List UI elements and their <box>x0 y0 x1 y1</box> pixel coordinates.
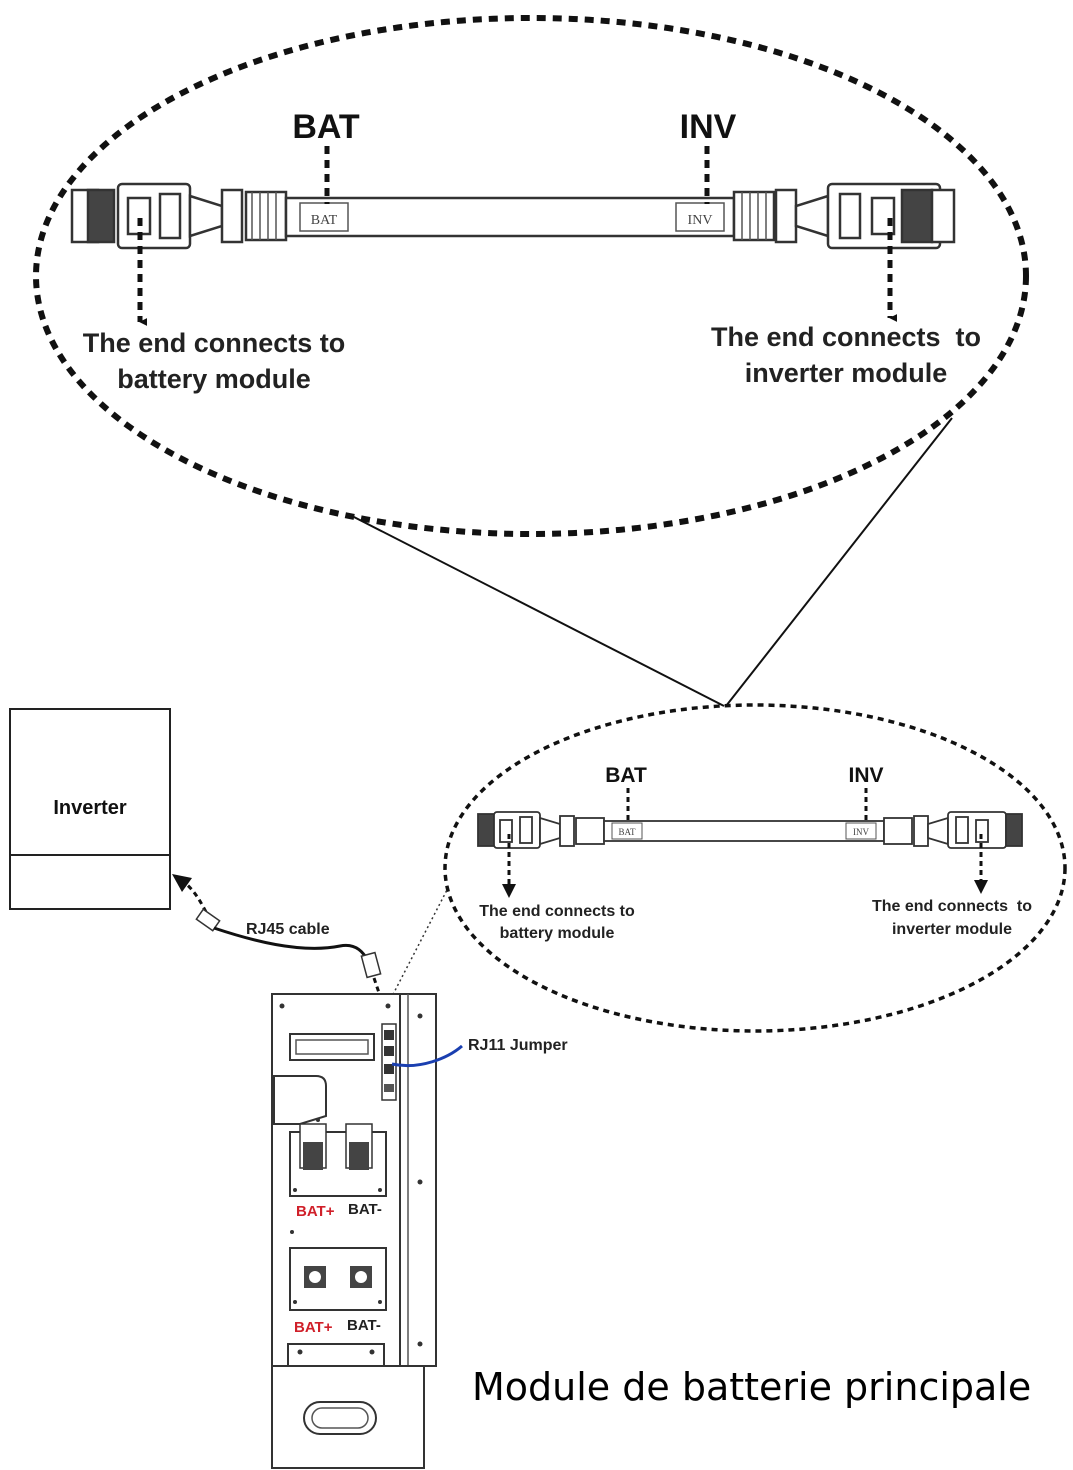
inverter-box: Inverter <box>9 708 171 910</box>
small-right-arrowhead <box>974 880 988 894</box>
cable-body: BAT INV <box>284 196 736 238</box>
left-end-text-line2: battery module <box>117 364 311 394</box>
lower-bat-negative-label: BAT- <box>347 1317 381 1334</box>
small-callout-guide <box>385 887 449 1009</box>
module-comm-ports <box>381 1023 397 1101</box>
small-cable-body: BAT INV <box>603 820 885 842</box>
battery-module: RJ11 Jumper BAT+ BAT- BAT+ BAT- <box>271 993 568 1469</box>
rj11-label: RJ11 Jumper <box>468 1037 568 1054</box>
left-end-text-line1: The end connects to <box>83 328 346 358</box>
cable-connector-right <box>732 182 956 250</box>
small-left-arrowhead <box>502 884 516 898</box>
zoom-callout-outline <box>33 15 1029 537</box>
inv-label: INV <box>680 108 737 146</box>
zoom-guide-lines <box>351 417 953 707</box>
module-cover-plate <box>273 1075 327 1125</box>
lower-terminal-block <box>289 1247 387 1311</box>
small-connector-left <box>477 811 605 849</box>
small-bat-label: BAT <box>605 764 647 787</box>
inverter-label: Inverter <box>53 797 127 819</box>
small-right-end-text-line1: The end connects to <box>872 898 1032 915</box>
bat-connector-mark: BAT <box>311 213 338 228</box>
rj45-plug-left <box>195 908 221 932</box>
cable-connector-left <box>70 182 288 250</box>
upper-bat-positive-label: BAT+ <box>296 1203 335 1220</box>
rj11-jumper-line <box>391 1044 463 1068</box>
small-bat-connector-mark: BAT <box>618 827 636 837</box>
module-side-panel <box>397 993 437 1367</box>
right-end-text-line1: The end connects to <box>711 322 981 352</box>
small-left-end-text-line1: The end connects to <box>479 903 635 920</box>
caption: Module de batterie principale <box>472 1365 1031 1409</box>
small-left-end-text-line2: battery module <box>500 925 615 942</box>
rj45-label: RJ45 cable <box>246 921 330 938</box>
zoom-callout: BAT INV BAT INV The end connects to batt… <box>33 15 1029 537</box>
upper-terminal-block <box>289 1123 387 1197</box>
small-callout: BAT INV BAT INV The end connects to batt… <box>443 703 1067 1033</box>
small-right-end-text-line2: inverter module <box>892 921 1012 938</box>
inv-connector-mark: INV <box>688 213 713 228</box>
upper-bat-negative-label: BAT- <box>348 1201 382 1218</box>
small-callout-outline <box>443 703 1067 1033</box>
rj45-arrowhead <box>172 874 192 892</box>
bat-label: BAT <box>292 108 360 146</box>
right-end-text-line2: inverter module <box>745 358 948 388</box>
lower-bat-positive-label: BAT+ <box>294 1319 333 1336</box>
small-inv-connector-mark: INV <box>853 827 869 837</box>
rj45-plug-right <box>360 951 382 979</box>
small-inv-label: INV <box>848 764 883 787</box>
small-connector-right <box>883 811 1023 849</box>
